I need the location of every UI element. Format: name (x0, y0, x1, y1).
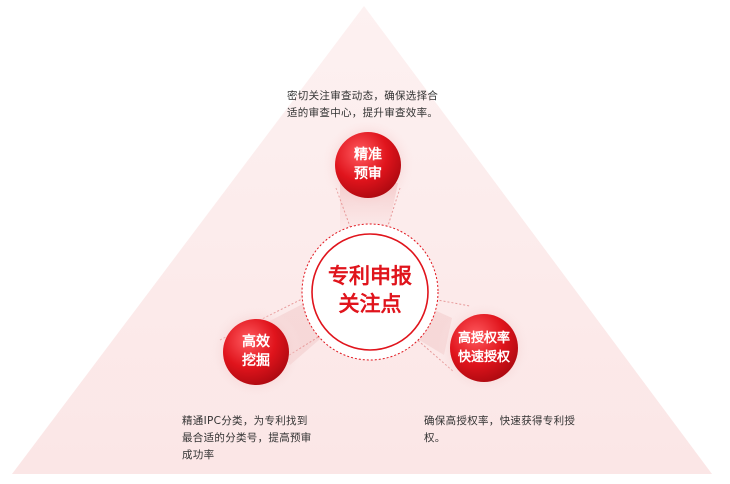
node-top-title-line1: 精准 (354, 146, 382, 163)
node-right-title-line1: 高授权率 (458, 330, 510, 346)
node-ball-left (223, 319, 289, 385)
description-line: 精通IPC分类，为专利找到 (182, 415, 308, 427)
node-top: 精准 预审 (335, 132, 401, 198)
node-ball-top (335, 132, 401, 198)
description-line: 适的审查中心，提升审查效率。 (287, 107, 439, 119)
node-left-title-line2: 挖掘 (242, 352, 270, 369)
description-line: 最合适的分类号，提高预审 (182, 432, 312, 444)
node-ball-right (450, 314, 518, 382)
node-left-description: 精通IPC分类，为专利找到 最合适的分类号，提高预审 成功率 (182, 413, 312, 464)
center-hub: 专利申报 关注点 (301, 223, 439, 361)
center-title-line2: 关注点 (339, 292, 402, 316)
node-left: 高效 挖掘 (223, 319, 289, 385)
description-line: 成功率 (182, 449, 215, 461)
center-ring (311, 233, 429, 351)
node-top-title-line2: 预审 (354, 165, 382, 182)
description-line: 密切关注审查动态，确保选择合 (287, 90, 439, 102)
node-top-description: 密切关注审查动态，确保选择合 适的审查中心，提升审查效率。 (287, 88, 438, 122)
node-right-title-line2: 快速授权 (458, 349, 511, 365)
node-left-title-line1: 高效 (242, 333, 271, 350)
node-right-description: 确保高授权率，快速获得专利授 权。 (424, 413, 575, 447)
center-title-line1: 专利申报 (328, 264, 412, 288)
description-line: 权。 (424, 432, 446, 444)
description-line: 确保高授权率，快速获得专利授 (424, 415, 576, 427)
node-right: 高授权率 快速授权 (450, 314, 518, 382)
